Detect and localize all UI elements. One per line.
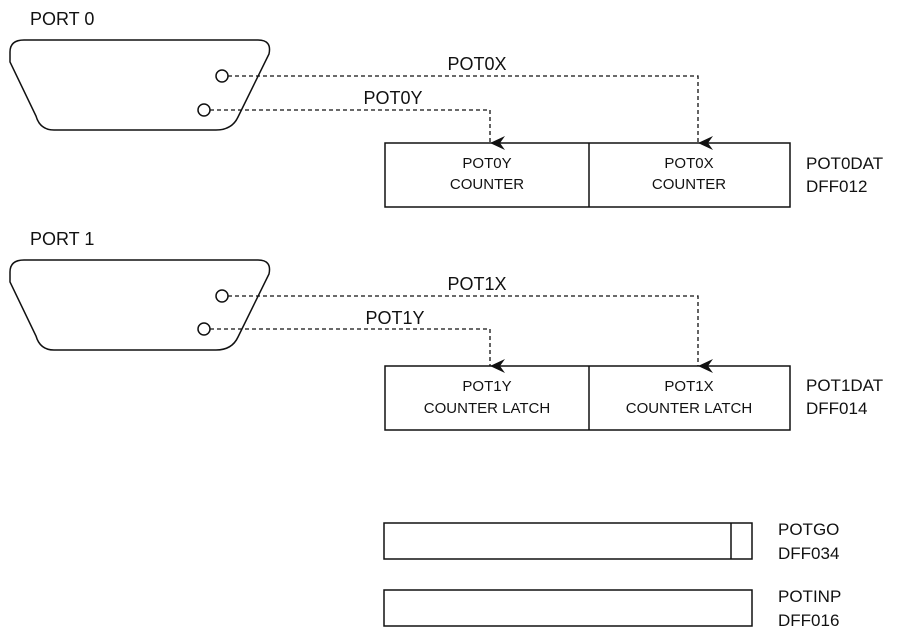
port-1-y-pin xyxy=(197,322,211,336)
potgo-register-box xyxy=(383,522,753,560)
pot0dat-register-box xyxy=(384,142,791,208)
pot1dat-right-cell-line1: POT1X xyxy=(664,378,713,395)
pot1dat-register-box xyxy=(384,365,791,431)
potgo-register-address: DFF034 xyxy=(778,544,839,563)
port-1-x-signal-label: POT1X xyxy=(447,274,506,294)
port-0-y-signal-label: POT0Y xyxy=(363,88,422,108)
port-1-connector-shape xyxy=(9,259,271,351)
pot1dat-register-address: DFF014 xyxy=(806,399,867,418)
port-0-label: PORT 0 xyxy=(30,9,94,29)
pot0dat-right-cell-line1: POT0X xyxy=(664,155,713,172)
potgo-group: POTGO DFF034 xyxy=(383,520,839,563)
pot1dat-left-cell-line2: COUNTER LATCH xyxy=(424,400,550,417)
port-0-y-line xyxy=(210,109,505,150)
port-1-x-line xyxy=(228,295,713,373)
pot0dat-register-address: DFF012 xyxy=(806,177,867,196)
port-1-x-pin xyxy=(215,289,229,303)
potinp-register-address: DFF016 xyxy=(778,611,839,630)
potinp-register-box xyxy=(383,589,753,627)
port-0-x-signal-label: POT0X xyxy=(447,54,506,74)
port-1-y-signal-label: POT1Y xyxy=(365,308,424,328)
potgo-register-name: POTGO xyxy=(778,520,839,539)
pot0dat-left-cell-line1: POT0Y xyxy=(462,155,511,172)
potinp-group: POTINP DFF016 xyxy=(383,587,841,630)
pot1dat-left-cell-line1: POT1Y xyxy=(462,378,511,395)
port-1-label: PORT 1 xyxy=(30,229,94,249)
pot0dat-register-name: POT0DAT xyxy=(806,154,883,173)
port-1-y-line xyxy=(210,328,505,373)
port-0-x-line xyxy=(228,75,713,150)
port-0-y-pin xyxy=(197,103,211,117)
port-0-group: PORT 0 POT0X POT0Y POT0Y COUNTER POT0X C… xyxy=(9,9,883,208)
port-1-group: PORT 1 POT1X POT1Y POT1Y COUNTER LATCH P… xyxy=(9,229,883,431)
potinp-register-name: POTINP xyxy=(778,587,841,606)
port-0-connector-shape xyxy=(9,39,271,131)
pot1dat-register-name: POT1DAT xyxy=(806,376,883,395)
port-0-x-pin xyxy=(215,69,229,83)
pot0dat-left-cell-line2: COUNTER xyxy=(450,176,524,193)
pot1dat-right-cell-line2: COUNTER LATCH xyxy=(626,400,752,417)
pot0dat-right-cell-line2: COUNTER xyxy=(652,176,726,193)
